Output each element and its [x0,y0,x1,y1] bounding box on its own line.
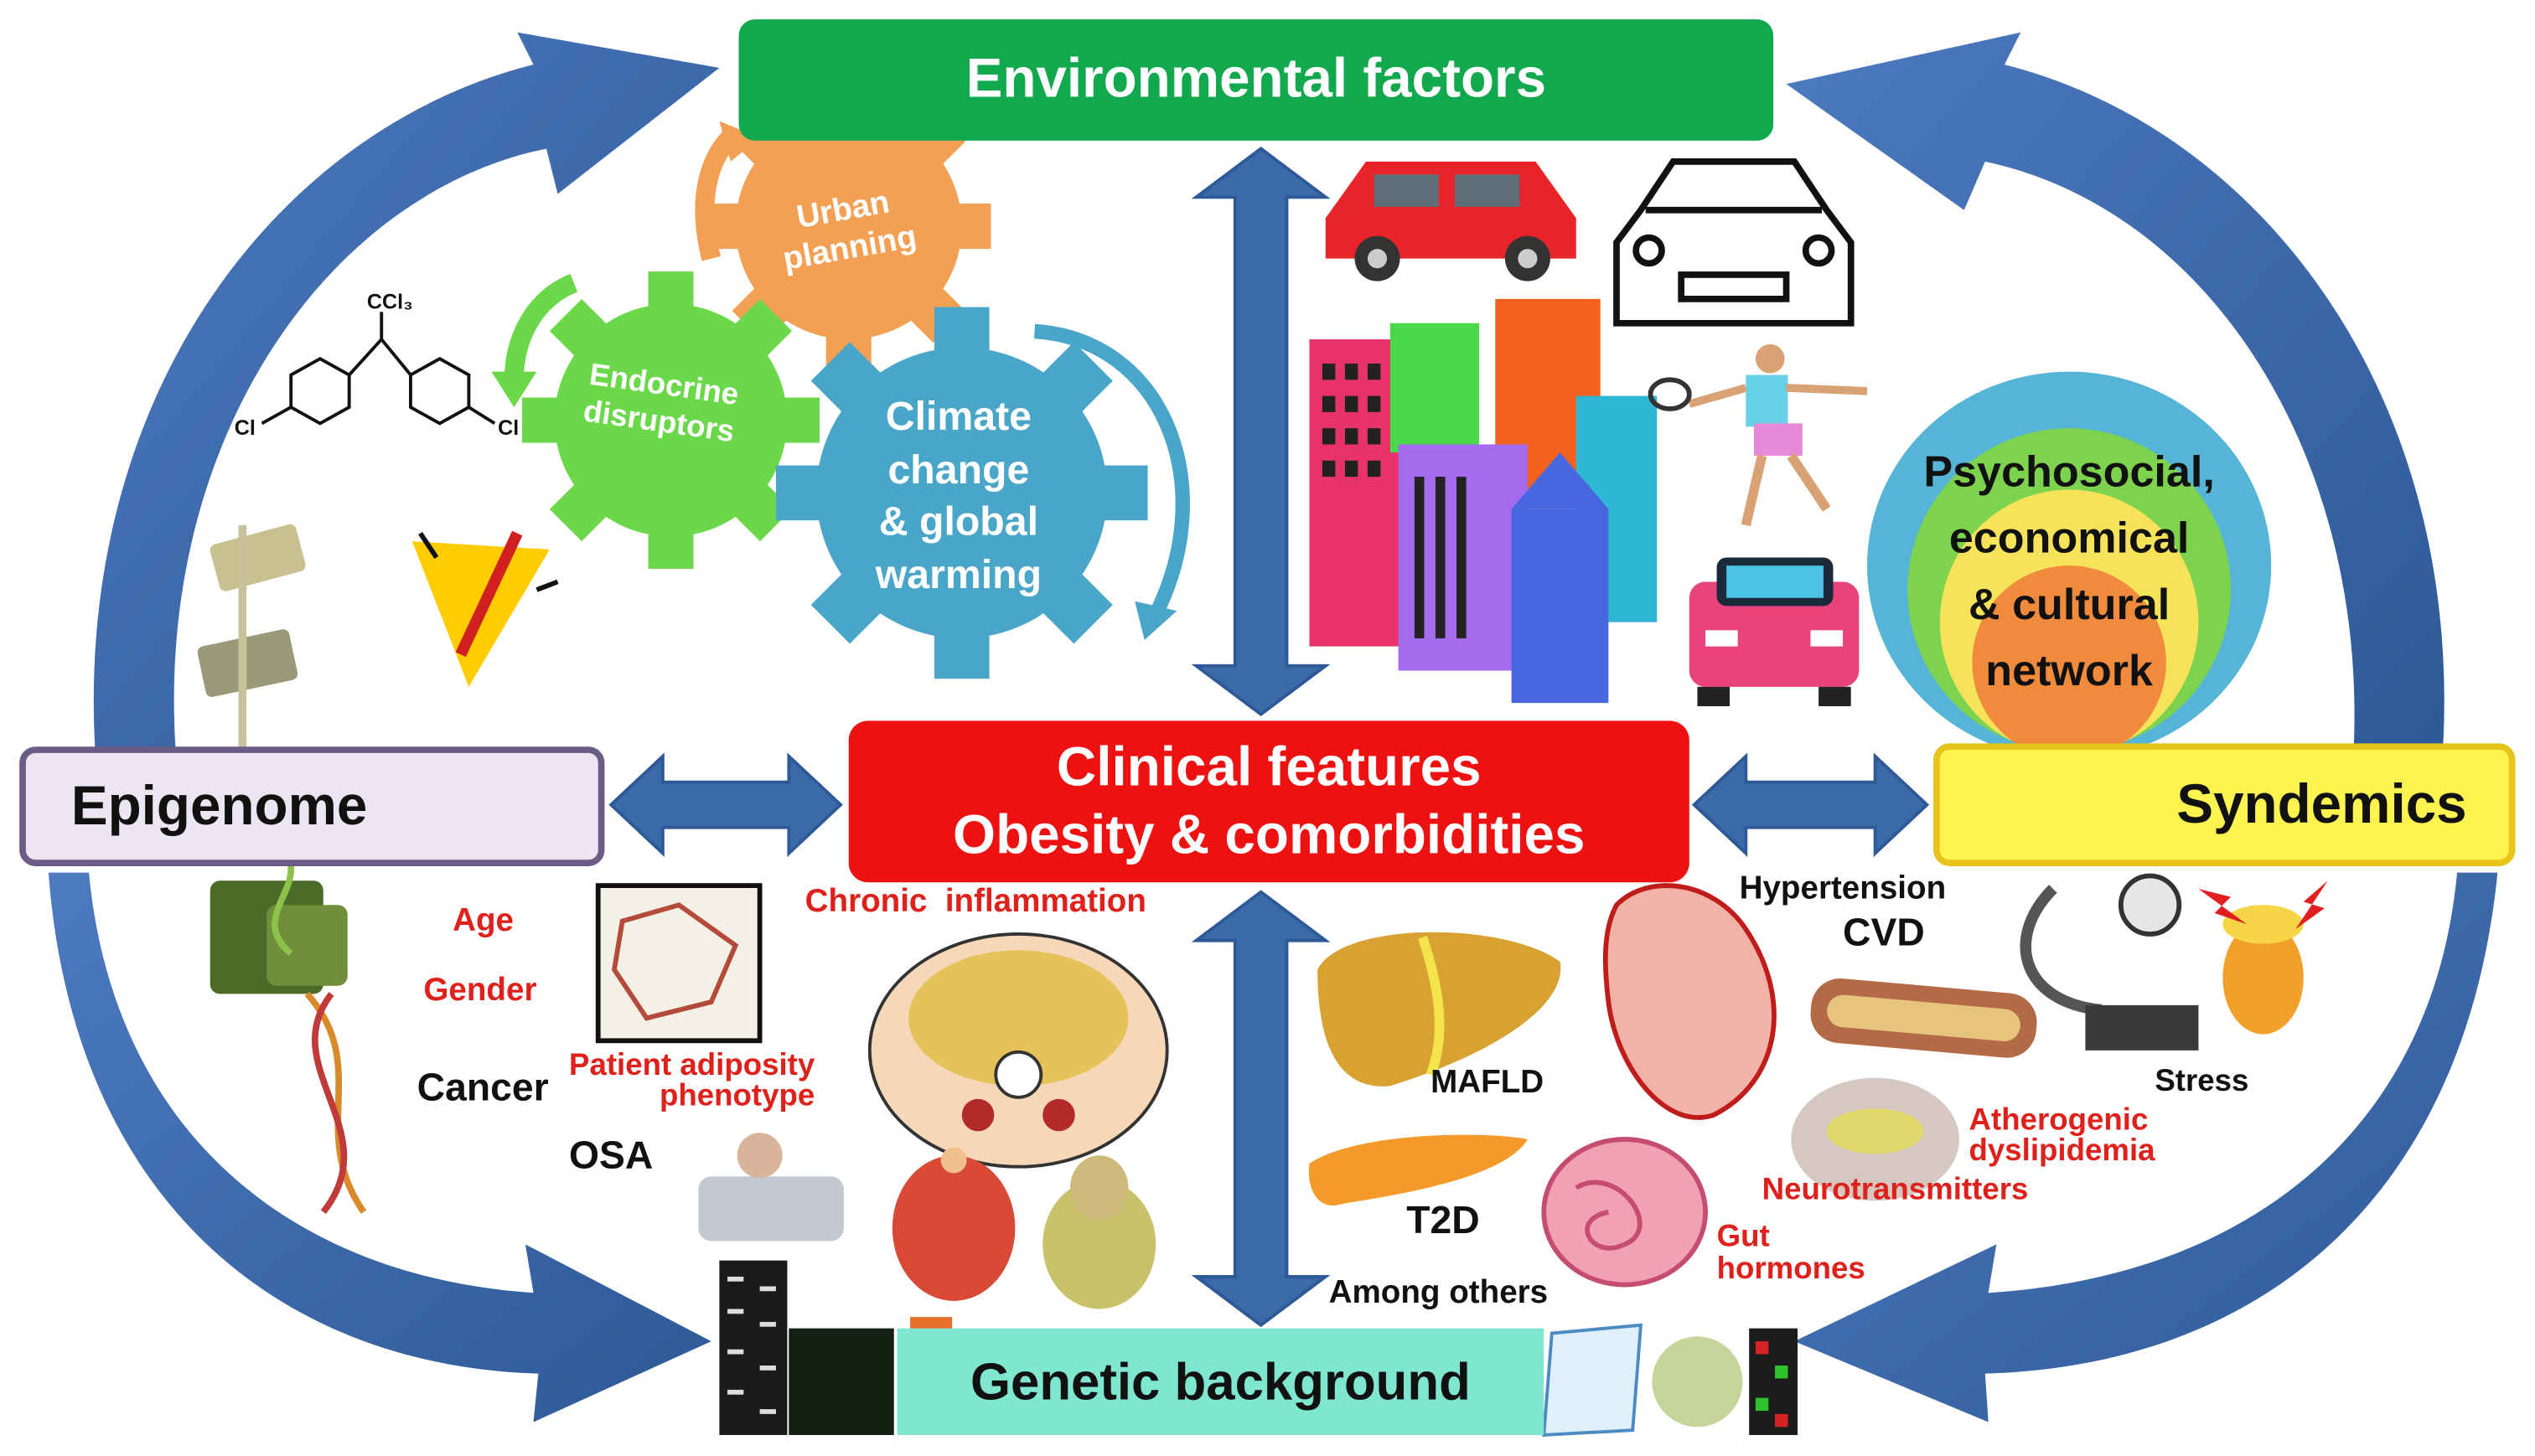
genetic-background-box: Genetic background [897,1328,1544,1435]
pancreas-icon [1308,1134,1528,1206]
epigenome-label: Epigenome [70,774,368,837]
osa-label: OSA [569,1134,654,1179]
genetic-background-label: Genetic background [970,1351,1471,1411]
double-arrow-epigenome-clinical [608,752,843,857]
city-buildings-icon [1309,298,1658,704]
cycle-arrow-top-right [1786,32,2444,776]
dna-helix-icon [210,838,367,1215]
double-arrow-clinical-genetic [1191,890,1331,1328]
urban-curved-arrowhead [719,121,760,162]
t2d-label: T2D [1406,1199,1480,1243]
endocrine-disruptors-gear [522,271,820,570]
sleep-apnea-patient-icon [698,1133,844,1242]
thermometer-icon [411,530,559,687]
environmental-factors-box: Environmental factors [738,19,1774,141]
microarray-heatmap-icon [1749,1328,1798,1435]
climate-change-label: Climate change & global warming [875,394,1042,597]
endocrine-curved-arrow [504,273,578,380]
abdomen-cross-section-icon [867,932,1169,1169]
brain-icon [1791,1077,1959,1201]
chronic-inflammation-label: Chronic inflammation [804,884,1146,920]
sequencing-gel-icon [719,1260,894,1435]
clinical-features-label: Clinical features [1056,736,1482,798]
adipocyte-micrograph-icon [595,883,763,1044]
red-car-icon [1325,161,1576,281]
cycle-arrow-bottom-left [48,872,711,1422]
psychosocial-network-label: Psychosocial, economical & cultural netw… [1923,447,2215,695]
body-shape-apple-icon [892,1147,1016,1301]
epigenome-box: Epigenome [19,746,605,866]
cvd-label: CVD [1843,911,1925,956]
climate-curved-arrowhead [1135,601,1177,640]
ccl3-label: CCl₃ [366,289,413,314]
cl-left-label: Cl [234,415,256,440]
adrenal-gland-icon [2198,880,2328,1035]
cl-right-label: Cl [498,415,520,440]
stress-label: Stress [2155,1065,2249,1099]
double-arrow-env-clinical [1191,147,1331,717]
cycle-arrow-bottom-right [1794,872,2498,1422]
climate-curved-arrow [1034,323,1190,617]
psychosocial-network-orb [1866,371,2272,760]
clinical-features-box: Clinical features Obesity & comorbiditie… [848,720,1689,883]
gut-hormones-label: Gut hormones [1716,1220,1865,1287]
bacteria-culture-icon [1652,1336,1743,1428]
double-arrow-clinical-syndemics [1691,752,1930,857]
chromatin-icon [197,524,306,760]
syndemics-label: Syndemics [2176,773,2467,835]
tennis-player-icon [1648,343,1868,527]
patient-adiposity-phenotype-label: Patient adiposity phenotype [569,1048,815,1114]
cancer-label: Cancer [416,1066,549,1111]
climate-change-gear [775,307,1148,679]
report-sheet-icon [1542,1323,1643,1437]
environmental-factors-label: Environmental factors [965,48,1547,111]
liver-icon [1317,932,1561,1087]
pink-car-icon [1689,557,1860,706]
obesity-comorbidities-label: Obesity & comorbidities [953,804,1586,866]
artery-icon [1810,978,2037,1058]
among-others-label: Among others [1328,1274,1549,1311]
ddt-molecule-icon [261,312,496,426]
gender-label: Gender [423,973,537,1009]
hypertension-label: Hypertension [1739,870,1947,907]
endocrine-curved-arrowhead [491,371,537,408]
cycle-arrow-top-left [93,32,720,776]
heart-icon [1602,883,1777,1120]
syndemics-box: Syndemics [1933,743,2516,866]
atherogenic-dyslipidemia-label: Atherogenic dyslipidemia [1969,1103,2155,1169]
blood-pressure-monitor-icon [2020,873,2199,1051]
intestine-icon [1541,1137,1708,1288]
mafld-label: MAFLD [1430,1065,1544,1101]
white-car-outline-icon [1613,158,1855,327]
age-label: Age [453,903,515,939]
neurotransmitters-label: Neurotransmitters [1762,1173,2029,1207]
body-shape-pear-icon [1042,1155,1156,1309]
